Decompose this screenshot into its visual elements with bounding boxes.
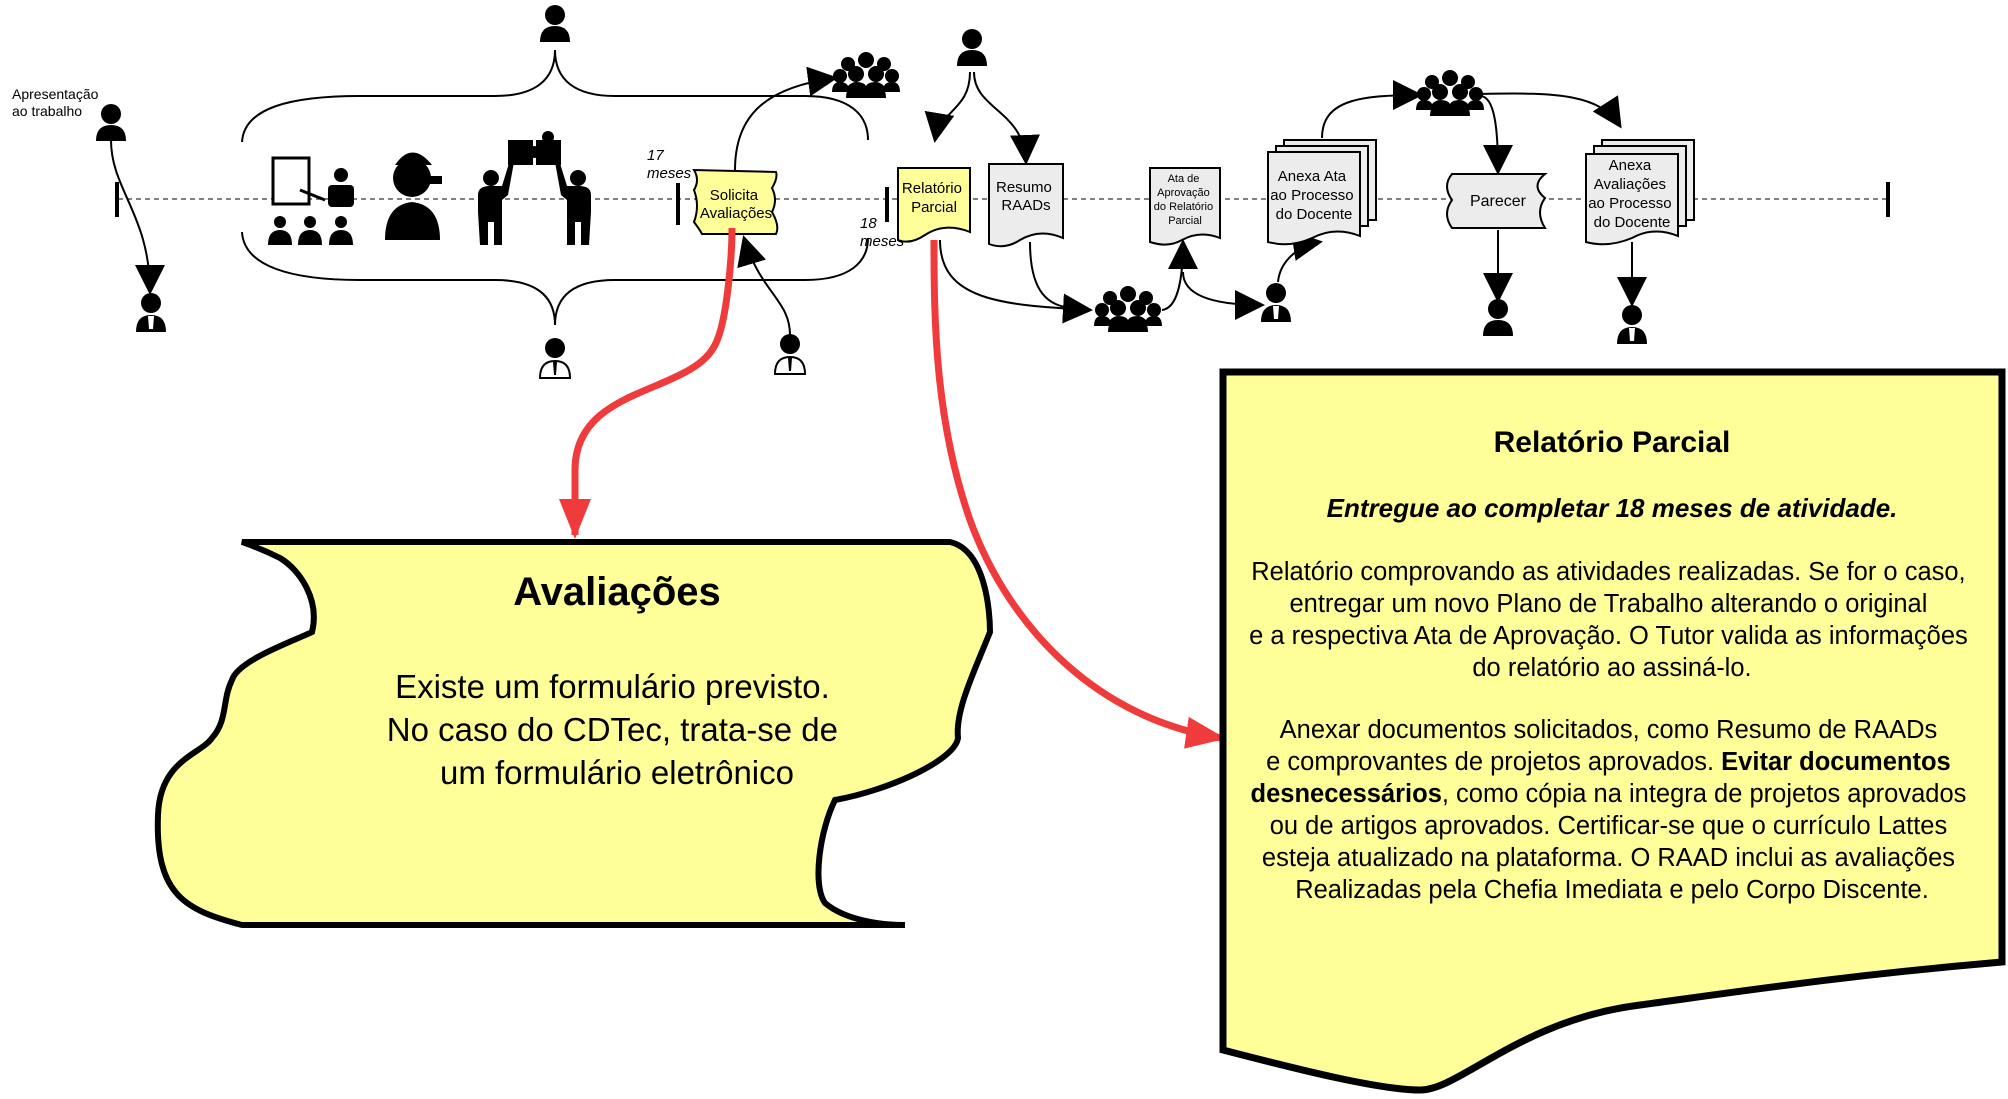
presentation-icon xyxy=(268,156,354,245)
avaliacoes-note: Avaliações Existe um formulário previsto… xyxy=(154,539,994,928)
milestone-18-label: 18 meses xyxy=(860,215,905,250)
anexa-ata-doc: Anexa Ata ao Processo do Docente xyxy=(1267,139,1377,246)
worker-icon xyxy=(1261,283,1291,322)
person-icon xyxy=(96,104,126,141)
relatorio-paragraph-1: Relatório comprovando as atividades real… xyxy=(1249,558,1975,682)
relatorio-title: Relatório Parcial xyxy=(1494,426,1731,459)
group-icon xyxy=(1416,70,1484,116)
activity-brace xyxy=(241,49,869,326)
group-icon xyxy=(1094,286,1162,332)
solicita-avaliacoes-doc: Solicita Avaliações xyxy=(692,168,779,235)
svg-text:Resumo RAADs: Resumo RAADs xyxy=(996,179,1056,214)
relatorio-paragraph-2: Anexar documentos solicitados, como Resu… xyxy=(1251,716,1974,904)
anexa-avaliacoes-doc: Anexa Avaliações ao Processo do Docente xyxy=(1585,139,1695,246)
svg-text:Solicita Avaliações: Solicita Avaliações xyxy=(700,187,772,222)
svg-text:Anexa Avaliações a: Anexa Avaliações ao Processo do Docente xyxy=(1588,157,1676,231)
svg-text:Parecer: Parecer xyxy=(1470,193,1527,210)
worker-icon xyxy=(1617,305,1647,344)
milestone-17-label: 17 meses xyxy=(647,147,692,182)
chef-icon xyxy=(385,152,442,240)
avaliacoes-title: Avaliações xyxy=(513,570,721,614)
relatorio-parcial-note: Relatório Parcial Entregue ao completar … xyxy=(1219,368,2006,1094)
puzzle-team-icon xyxy=(478,131,591,245)
relatorio-parcial-doc: Relatório Parcial xyxy=(897,167,971,243)
svg-text:Ata de Aprovação d: Ata de Aprovação do Relatório Parcial xyxy=(1154,173,1216,227)
relatorio-subtitle: Entregue ao completar 18 meses de ativid… xyxy=(1327,493,1898,523)
svg-text:Anexa Ata ao Processo: Anexa Ata ao Processo do Docente xyxy=(1270,168,1358,223)
avaliacoes-body: Existe um formulário previsto. No caso d… xyxy=(387,668,847,791)
person-icon xyxy=(540,5,570,42)
resumo-raads-doc: Resumo RAADs xyxy=(988,163,1064,248)
parecer-doc: Parecer xyxy=(1446,173,1548,229)
group-icon xyxy=(832,52,900,98)
start-label: Apresentação ao trabalho xyxy=(12,86,102,119)
worker-icon xyxy=(774,333,806,375)
svg-text:Relatório Parcial: Relatório Parcial xyxy=(902,180,966,216)
ata-aprovacao-doc: Ata de Aprovação do Relatório Parcial xyxy=(1149,167,1221,246)
worker-icon xyxy=(539,337,571,379)
worker-icon xyxy=(136,293,166,332)
person-icon xyxy=(1483,299,1513,336)
person-icon xyxy=(957,29,987,66)
